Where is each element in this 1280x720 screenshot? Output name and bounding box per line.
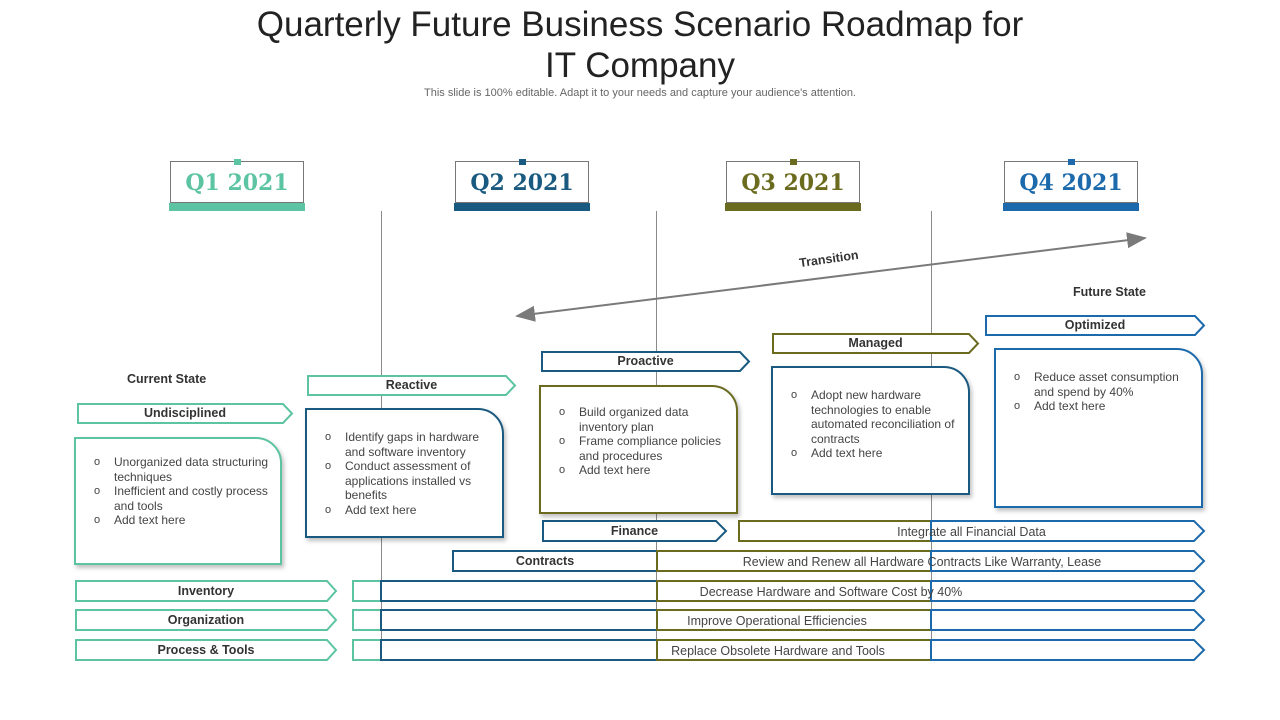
stage-managed: Managed: [848, 336, 903, 350]
list-item: Identify gaps in hardware and software i…: [325, 430, 492, 459]
quarter-header-q1: Q1 2021: [169, 159, 305, 211]
organization-q4-segment: [930, 609, 1206, 631]
quarter-color-bar: [454, 203, 590, 211]
optimized-arrow-shape: [985, 315, 1206, 336]
list-item: Unorganized data structuring techniques: [94, 455, 270, 484]
process-q1-segment: [352, 639, 382, 661]
stage-optimized: Optimized: [1064, 318, 1126, 332]
optimized-box: Reduce asset consumption and spend by 40…: [994, 348, 1203, 508]
inventory-q4-segment: [930, 580, 1206, 602]
row-process-text: Replace Obsolete Hardware and Tools: [671, 644, 885, 658]
list-item: Adopt new hardware technologies to enabl…: [791, 388, 958, 446]
inventory-label-shape: [75, 580, 338, 602]
row-contracts-text: Review and Renew all Hardware Contracts …: [742, 555, 1102, 569]
row-contracts-label: Contracts: [515, 554, 575, 568]
list-item: Add text here: [791, 446, 958, 461]
title-line-1: Quarterly Future Business Scenario Roadm…: [256, 5, 1024, 44]
quarter-label: Q4 2021: [1004, 161, 1138, 203]
future-state-label: Future State: [1073, 285, 1146, 299]
list-item: Conduct assessment of applications insta…: [325, 459, 492, 503]
finance-label-shape: [542, 520, 728, 542]
row-finance-label: Finance: [610, 524, 659, 538]
managed-arrow-shape: [772, 333, 980, 354]
list-item: Add text here: [94, 513, 270, 528]
quarter-header-q2: Q2 2021: [454, 159, 590, 211]
proactive-arrow-shape: [541, 351, 751, 372]
quarter-label: Q1 2021: [170, 161, 304, 203]
stage-reactive: Reactive: [385, 378, 438, 392]
managed-box: Adopt new hardware technologies to enabl…: [771, 366, 970, 495]
row-organization-text: Improve Operational Efficiencies: [687, 614, 867, 628]
reactive-box: Identify gaps in hardware and software i…: [305, 408, 504, 538]
row-process-label: Process & Tools: [157, 643, 255, 657]
proactive-box: Build organized data inventory plan Fram…: [539, 385, 738, 514]
reactive-arrow-shape: [307, 375, 517, 396]
page-subtitle: This slide is 100% editable. Adapt it to…: [424, 87, 856, 99]
finance-q4-segment: [930, 520, 1206, 542]
quarter-color-bar: [169, 203, 305, 211]
undisciplined-arrow-shape: [77, 403, 294, 424]
list-item: Add text here: [1014, 399, 1191, 414]
contracts-q4-segment: [930, 550, 1206, 572]
pin-icon: [234, 159, 241, 165]
organization-label-shape: [75, 609, 338, 631]
quarter-label: Q3 2021: [726, 161, 860, 203]
quarter-header-q3: Q3 2021: [725, 159, 861, 211]
undisciplined-box: Unorganized data structuring techniques …: [74, 437, 282, 565]
transition-arrow-icon: [515, 232, 1147, 322]
pin-icon: [790, 159, 797, 165]
row-organization-label: Organization: [167, 613, 245, 627]
list-item: Build organized data inventory plan: [559, 405, 726, 434]
pin-icon: [519, 159, 526, 165]
list-item: Add text here: [559, 463, 726, 478]
list-item: Reduce asset consumption and spend by 40…: [1014, 370, 1191, 399]
row-inventory-label: Inventory: [177, 584, 235, 598]
quarter-color-bar: [1003, 203, 1139, 211]
page-title: Quarterly Future Business Scenario Roadm…: [0, 4, 1280, 86]
quarter-header-q4: Q4 2021: [1003, 159, 1139, 211]
list-item: Add text here: [325, 503, 492, 518]
process-label-shape: [75, 639, 338, 661]
row-inventory-text: Decrease Hardware and Software Cost by 4…: [699, 585, 963, 599]
inventory-q1-segment: [352, 580, 382, 602]
row-finance-text: Integrate all Financial Data: [897, 525, 1046, 539]
list-item: Inefficient and costly process and tools: [94, 484, 270, 513]
title-line-2: IT Company: [545, 46, 735, 85]
pin-icon: [1068, 159, 1075, 165]
list-item: Frame compliance policies and procedures: [559, 434, 726, 463]
process-q4-segment: [930, 639, 1206, 661]
stage-proactive: Proactive: [617, 354, 674, 368]
stage-undisciplined: Undisciplined: [144, 406, 226, 420]
quarter-color-bar: [725, 203, 861, 211]
current-state-label: Current State: [127, 372, 207, 386]
organization-q1-segment: [352, 609, 382, 631]
